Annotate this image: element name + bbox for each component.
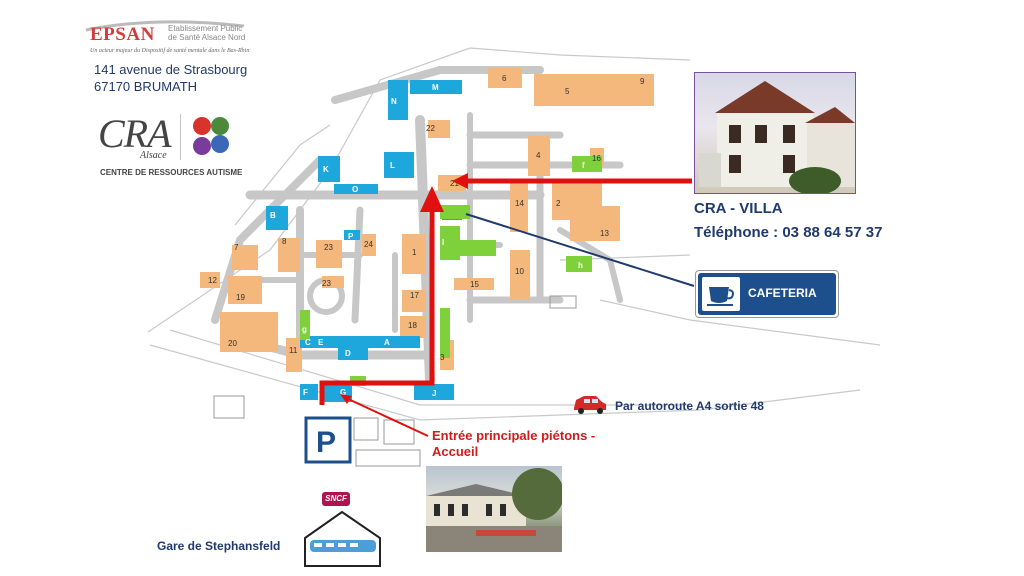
svg-text:E: E [318, 338, 324, 347]
entrance-photo [426, 466, 562, 552]
svg-text:14: 14 [515, 199, 524, 208]
station-icon [304, 510, 381, 567]
route-arrow [319, 178, 692, 405]
buildings-outline [213, 295, 577, 467]
villa-illustration [699, 81, 855, 193]
svg-text:K: K [323, 165, 329, 174]
cafeteria-sign: CAFETERIA [695, 270, 839, 318]
svg-text:J: J [432, 389, 436, 398]
cra-subtitle: CENTRE DE RESSOURCES AUTISME [100, 168, 243, 177]
address-block: 141 avenue de Strasbourg 67170 BRUMATH [94, 61, 247, 95]
epsan-subtitle-2: de Santé Alsace Nord [168, 33, 246, 42]
svg-text:18: 18 [408, 321, 417, 330]
svg-text:24: 24 [364, 240, 373, 249]
cafeteria-pointer [465, 213, 695, 287]
villa-photo [694, 72, 856, 194]
svg-text:P: P [348, 232, 354, 241]
svg-text:M: M [432, 83, 439, 92]
svg-text:8: 8 [282, 237, 287, 246]
svg-text:23: 23 [322, 279, 331, 288]
station-label: Gare de Stephansfeld [157, 539, 281, 553]
cra-dots-icon [180, 114, 229, 160]
address-street: 141 avenue de Strasbourg [94, 62, 248, 77]
svg-text:4: 4 [536, 151, 541, 160]
svg-text:h: h [578, 261, 583, 270]
svg-text:G: G [340, 388, 346, 397]
svg-text:3: 3 [440, 353, 445, 362]
entrance-pointer [345, 397, 429, 437]
svg-text:12: 12 [208, 276, 217, 285]
parking-sign [304, 416, 352, 464]
coffee-cup-icon [702, 277, 740, 311]
entrance-line-1: Entrée principale piétons - [432, 428, 596, 443]
svg-text:15: 15 [470, 280, 479, 289]
epsan-logo: EPSAN Etablissement Public de Santé Alsa… [76, 20, 250, 58]
svg-text:F: F [303, 388, 308, 397]
address-city: 67170 BRUMATH [94, 79, 198, 94]
svg-text:10: 10 [515, 267, 524, 276]
svg-text:5: 5 [565, 87, 570, 96]
svg-text:22: 22 [426, 124, 435, 133]
car-access-text: Par autoroute A4 sortie 48 [615, 399, 764, 413]
cra-region: Alsace [140, 150, 167, 161]
entrance-label: Entrée principale piétons - Accueil [432, 428, 595, 460]
svg-text:19: 19 [236, 293, 245, 302]
svg-text:A: A [384, 338, 390, 347]
svg-text:O: O [352, 185, 358, 194]
svg-text:6: 6 [502, 74, 507, 83]
svg-text:13: 13 [600, 229, 609, 238]
svg-text:11: 11 [289, 346, 298, 355]
svg-text:9: 9 [640, 77, 645, 86]
logo-swoosh-icon [85, 20, 245, 32]
svg-text:21: 21 [450, 179, 459, 188]
entrance-line-2: Accueil [432, 444, 479, 459]
car-icon [574, 396, 606, 414]
entrance-pointer-head [340, 394, 352, 404]
svg-text:B: B [270, 211, 276, 220]
svg-text:I: I [442, 238, 444, 247]
svg-text:20: 20 [228, 339, 237, 348]
svg-text:7: 7 [234, 243, 239, 252]
svg-text:C: C [305, 338, 311, 347]
cafeteria-label: CAFETERIA [748, 286, 817, 300]
svg-text:L: L [390, 161, 395, 170]
svg-text:17: 17 [410, 291, 419, 300]
building-letters: M N K L O B P A D EC F G J I h f g [270, 83, 585, 398]
epsan-subtitle-1: Etablissement Public [168, 24, 243, 33]
building-labels: 6 5 9 22 21 4 16 14 2 13 10 15 17 18 1 23 23 24 8 7 12… [208, 74, 645, 362]
cra-logo: CRA Alsace CENTRE DE RESSOURCES AUTISME [98, 111, 246, 182]
destination-phone: Téléphone : 03 88 64 57 37 [694, 224, 883, 241]
svg-text:23: 23 [324, 243, 333, 252]
route-arrowhead-left [452, 173, 468, 189]
epsan-tagline: Un acteur majeur du Dispositif de santé … [90, 48, 250, 54]
svg-text:1: 1 [412, 248, 417, 257]
svg-text:D: D [345, 349, 351, 358]
parking-letter: P [316, 426, 336, 459]
cafeteria-sign-panel: CAFETERIA [698, 273, 836, 315]
destination-title: CRA - VILLA [694, 200, 783, 217]
route-arrowhead-up [420, 186, 444, 212]
svg-text:N: N [391, 97, 397, 106]
sncf-logo: SNCF [322, 492, 350, 506]
epsan-wordmark: EPSAN [90, 24, 155, 45]
svg-text:g: g [302, 325, 307, 334]
svg-text:2: 2 [556, 199, 561, 208]
entrance-illustration [426, 468, 562, 552]
cra-wordmark: CRA [98, 111, 172, 156]
svg-text:f: f [582, 161, 585, 170]
svg-text:16: 16 [592, 154, 601, 163]
